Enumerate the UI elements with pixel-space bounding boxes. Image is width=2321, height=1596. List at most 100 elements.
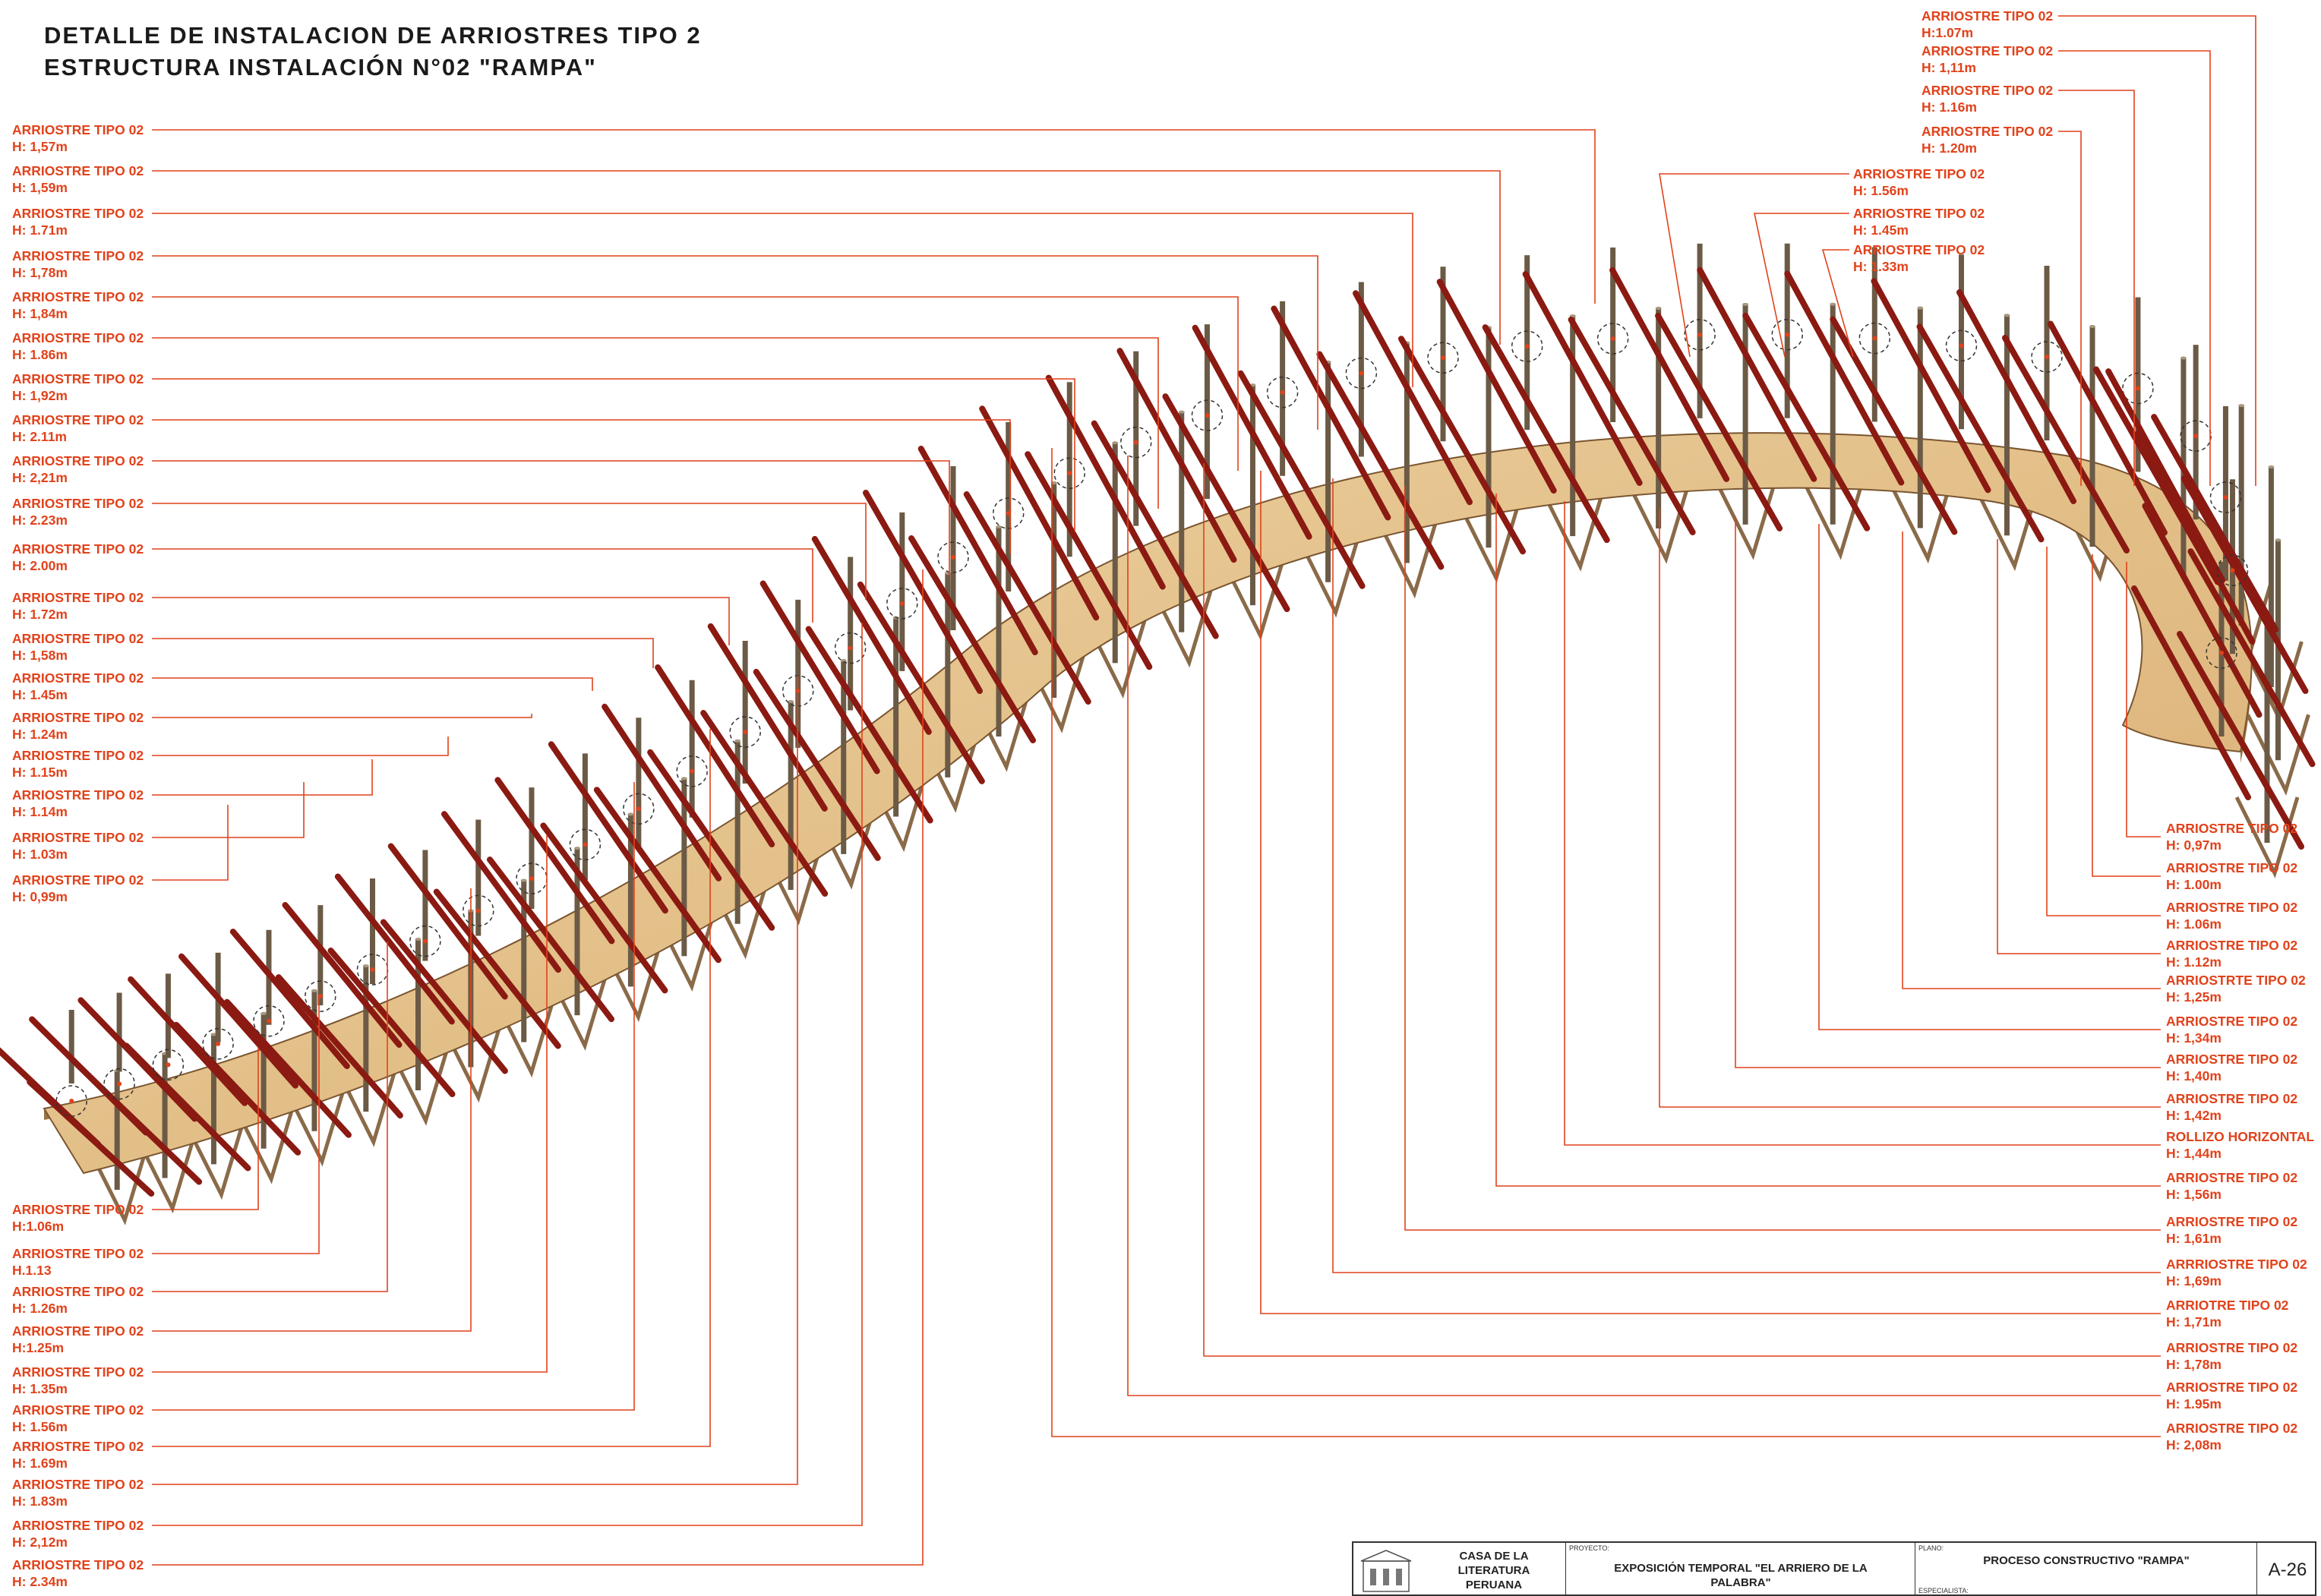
marker-circle (2031, 341, 2063, 373)
leader-line (2058, 15, 2256, 486)
leader-line (152, 677, 593, 691)
sheet-cell: A-26 (2257, 1543, 2318, 1594)
brace-label-height: H.1.13 (12, 1263, 52, 1278)
brace-label-name: ARRIOSTRE TIPO 02 (12, 248, 144, 263)
institution-cell: CASA DE LA LITERATURA PERUANA (1353, 1543, 1566, 1594)
brace (1784, 270, 1905, 486)
brace (128, 976, 248, 1106)
leader-line (152, 503, 867, 600)
leader-line (152, 782, 635, 1411)
post-cap (627, 812, 634, 816)
marker-dot (743, 730, 748, 735)
brace-label-name: ARRIOSTRE TIPO 02 (12, 330, 144, 345)
brace-label-name: ARRIOSTRE TIPO 02 (2166, 1340, 2298, 1355)
brace (178, 953, 298, 1089)
brace (433, 888, 561, 1049)
brace (1436, 279, 1557, 494)
brace (223, 998, 352, 1138)
post-cap (210, 1033, 217, 1036)
marker-circle (1945, 330, 1978, 362)
post-cap (681, 777, 687, 781)
brace-label-height: H: 1.15m (12, 765, 68, 780)
leader-line (152, 676, 798, 1485)
brace-label-height: H: 1.56m (12, 1419, 68, 1434)
brace (2105, 368, 2226, 584)
brace (917, 446, 1038, 656)
post-cap (2238, 404, 2245, 408)
brace-label-height: H: 1,40m (2166, 1068, 2222, 1083)
brace-label-name: ARRIOSTRE TIPO 02 (2166, 1170, 2298, 1185)
leader-line (152, 729, 711, 1447)
brace-label-height: H: 1,61m (2166, 1231, 2222, 1246)
marker-dot (951, 555, 955, 560)
marker-dot (583, 842, 588, 847)
brace-label-height: H: 2.34m (12, 1574, 68, 1589)
leader-line (152, 1048, 259, 1210)
post-cap (2089, 325, 2095, 328)
leader-line (1821, 249, 1854, 358)
brace-label-name: ARRIOSTRE TIPO 02 (12, 453, 144, 468)
brace-label-name: ARRIOSTRTE TIPO 02 (2166, 973, 2306, 988)
brace-label-height: H: 1,42m (2166, 1108, 2222, 1123)
brace-label-name: ARRIOSTRE TIPO 02 (1853, 242, 1985, 257)
title-line-2: ESTRUCTURA INSTALACIÓN N°02 "RAMPA" (44, 54, 597, 80)
brace-label-name: ARRIOSTRE TIPO 02 (12, 1364, 144, 1380)
brace-label-name: ARRIOSTRE TIPO 02 (2166, 900, 2298, 915)
brace-label-height: H: 1.95m (2166, 1396, 2222, 1411)
brace (908, 535, 1036, 743)
brace (759, 580, 880, 774)
brace-label-name: ARRIOSTRE TIPO 02 (12, 496, 144, 511)
brace-label-height: H: 1.06m (2166, 916, 2222, 932)
project-name: EXPOSICIÓN TEMPORAL "EL ARRIERO DE LA PA… (1614, 1562, 1868, 1589)
marker-circle (2206, 637, 2237, 669)
brace-label-name: ARRIOSTRE TIPO 02 (12, 1518, 144, 1533)
brace (2135, 430, 2256, 645)
marker-dot (370, 967, 375, 972)
marker-dot (475, 908, 481, 913)
brace-label-name: ARRIOSTRE TIPO 02 (2166, 1421, 2298, 1436)
brace-label-height: H:1.25m (12, 1340, 65, 1355)
leader-line (152, 569, 924, 1566)
marker-circle (1427, 342, 1459, 374)
marker-circle (1596, 323, 1629, 355)
brace-label-height: H: 1,57m (12, 139, 68, 154)
post-cap (2004, 314, 2010, 317)
leader-line (152, 419, 1011, 554)
brace (1609, 267, 1730, 482)
brace (1916, 323, 2045, 543)
brace-label-height: H: 1,11m (1922, 60, 1976, 75)
brace-label-name: ROLLIZO HORIZONTAL (2166, 1129, 2315, 1144)
brace-label-name: ARRIOSTRE TIPO 02 (12, 830, 144, 845)
marker-dot (690, 768, 695, 774)
leader-line (1659, 173, 1849, 358)
marker-dot (1133, 440, 1138, 445)
brace (229, 929, 350, 1070)
marker-dot (636, 806, 641, 812)
brace (540, 822, 668, 994)
brace-label-height: H:1.07m (1922, 25, 1974, 40)
marker-circle (676, 755, 708, 787)
marker-circle (103, 1068, 135, 1100)
brace (647, 749, 775, 931)
brace-label-height: H: 1.71m (12, 222, 68, 238)
brace (805, 626, 933, 824)
leader-line (1127, 456, 2161, 1396)
leader-line (152, 296, 1239, 471)
brace (1237, 370, 1366, 589)
marker-circle (1119, 426, 1152, 459)
brace-label-height: H: 2,12m (12, 1534, 68, 1550)
leader-line (1997, 539, 2161, 954)
